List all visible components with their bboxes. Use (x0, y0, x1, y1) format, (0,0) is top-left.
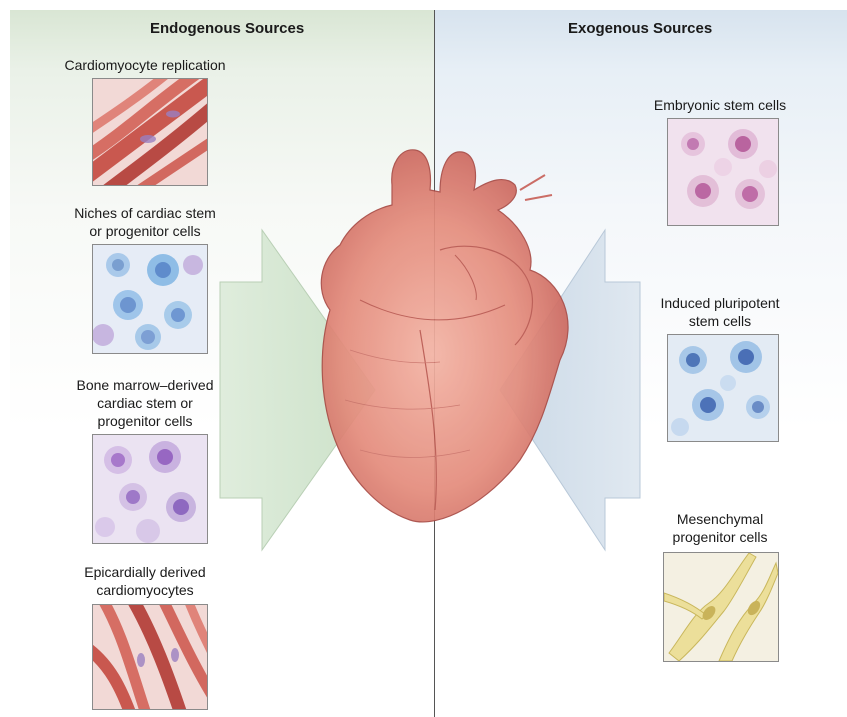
tile-cardiac-stem-niches (92, 244, 208, 354)
label-epicardially-derived: Epicardially derived cardiomyocytes (40, 563, 250, 599)
tile-bone-marrow-cells (92, 434, 208, 544)
tile-induced-pluripotent (667, 334, 779, 442)
tile-cardiomyocyte-replication (92, 78, 208, 186)
label-cardiomyocyte-replication: Cardiomyocyte replication (40, 56, 250, 74)
label-niches-of-cardiac-stem: Niches of cardiac stem or progenitor cel… (40, 204, 250, 240)
label-mesenchymal: Mesenchymal progenitor cells (630, 510, 810, 546)
tile-epicardially-derived (92, 604, 208, 710)
tile-mesenchymal-cells (663, 552, 779, 662)
label-bone-marrow-derived: Bone marrow–derived cardiac stem or prog… (40, 376, 250, 430)
tile-embryonic-stem-cells (667, 118, 779, 226)
label-induced-pluripotent: Induced pluripotent stem cells (630, 294, 810, 330)
exogenous-title: Exogenous Sources (568, 20, 712, 37)
label-embryonic-stem-cells: Embryonic stem cells (630, 96, 810, 114)
endogenous-title: Endogenous Sources (150, 20, 304, 37)
heart-illustration (321, 150, 568, 522)
